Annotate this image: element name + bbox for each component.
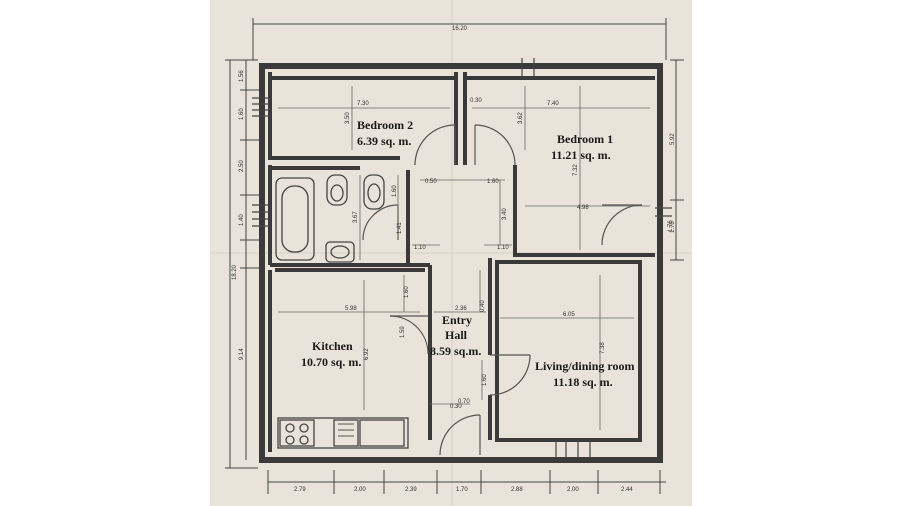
interior-walls [268, 72, 655, 452]
dim-bottom-seg: 1.70 [456, 487, 468, 493]
dim-inner: 0.40 [480, 300, 486, 312]
bathtub-icon [275, 177, 315, 261]
room-area-kitchen: 10.70 sq. m. [301, 355, 361, 369]
dim-left-seg: 1.40 [239, 214, 245, 226]
toilet-icon [326, 174, 348, 206]
dim-inner: 4.98 [577, 205, 589, 211]
dimension-lines [225, 18, 684, 494]
dim-bottom-seg: 2.44 [621, 487, 633, 493]
kitchen-counter [277, 417, 409, 449]
dim-right-seg: 1.76 [670, 221, 676, 233]
dimension-labels: 16.20 18.20 9.14 1.56 1.60 2.50 1.40 5.9… [232, 26, 676, 493]
dim-inner: 3.40 [502, 208, 508, 220]
room-label-living: Living/dining room [535, 359, 634, 373]
door-swings [362, 124, 643, 456]
room-label-bedroom1: Bedroom 1 [557, 132, 613, 146]
dim-inner: 1.60 [487, 179, 499, 185]
dim-inner: 1.59 [400, 326, 406, 338]
dim-inner: 7.40 [547, 101, 559, 107]
dim-inner: 1.60 [404, 286, 410, 298]
dim-left-total: 18.20 [232, 264, 238, 280]
dim-inner: 0.30 [450, 404, 462, 410]
dim-top-total: 16.20 [452, 26, 468, 32]
dim-left-seg: 1.56 [239, 70, 245, 82]
dim-left-lower: 9.14 [239, 348, 245, 360]
dim-bottom-seg: 2.39 [405, 487, 417, 493]
room-area-living: 11.18 sq. m. [553, 375, 613, 389]
stove-icon [279, 419, 315, 447]
room-area-entry: 8.59 sq.m. [430, 344, 481, 358]
dim-inner: 5.98 [345, 306, 357, 312]
dim-inner: 7.30 [357, 101, 369, 107]
kitchen-fixtures [277, 417, 409, 449]
kitchen-sink-icon [333, 419, 359, 447]
dim-right-seg: 5.92 [670, 133, 676, 145]
dim-inner: 0.70 [458, 399, 470, 405]
room-label-kitchen: Kitchen [312, 339, 353, 353]
room-label-bedroom2: Bedroom 2 [357, 118, 413, 132]
dim-inner: 1.60 [482, 374, 488, 386]
room-area-bedroom2: 6.39 sq. m. [357, 134, 411, 148]
windows [252, 58, 672, 458]
dim-inner: 0.50 [425, 179, 437, 185]
bathroom-fixtures [275, 174, 385, 263]
dim-bottom-seg: 2.79 [294, 487, 306, 493]
dim-bottom-seg: 2.00 [354, 487, 366, 493]
sink-icon [325, 241, 355, 263]
dim-inner: 2.36 [455, 306, 467, 312]
dim-inner: 1.10 [497, 245, 509, 251]
dim-inner: 1.76 [668, 220, 674, 232]
dim-inner: 0.30 [470, 98, 482, 104]
room-label-hall: Hall [445, 328, 468, 342]
dim-inner: 7.32 [573, 164, 579, 176]
dim-bottom-seg: 2.00 [567, 487, 579, 493]
dim-inner: 1.10 [414, 245, 426, 251]
dim-left-seg: 2.50 [239, 160, 245, 172]
dim-bottom-seg: 2.88 [511, 487, 523, 493]
dim-inner: 7.38 [600, 342, 606, 354]
room-labels: Bedroom 2 6.39 sq. m. Bedroom 1 11.21 sq… [301, 118, 634, 389]
dim-inner: 3.62 [518, 112, 524, 124]
dim-left-seg: 1.60 [239, 108, 245, 120]
room-area-bedroom1: 11.21 sq. m. [551, 148, 611, 162]
exterior-walls [259, 63, 663, 463]
dim-inner: 3.67 [353, 211, 359, 223]
dim-inner: 1.41 [397, 222, 403, 234]
bidet-icon [363, 174, 385, 210]
dim-inner: 6.92 [364, 348, 370, 360]
dim-inner: 3.50 [345, 112, 351, 124]
room-label-entry: Entry [442, 313, 472, 327]
dim-inner: 6.05 [563, 312, 575, 318]
inner-dimension-lines [278, 86, 650, 430]
dim-inner: 1.60 [392, 185, 398, 197]
